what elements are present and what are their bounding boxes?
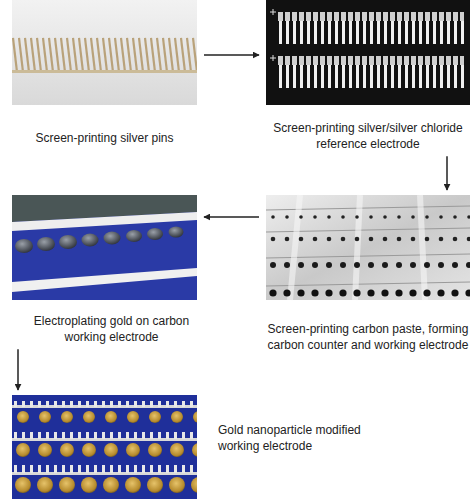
photo-frame	[12, 0, 197, 105]
photo-silver-pins	[12, 0, 197, 105]
process-step: Screen-printing carbon paste, forming ca…	[266, 195, 470, 353]
flow-arrow	[446, 156, 448, 190]
step-caption: Screen-printing silver/silver chloride r…	[266, 121, 470, 152]
process-step: Screen-printing silver pins	[12, 0, 197, 147]
process-step: Electroplating gold on carbon working el…	[12, 195, 197, 345]
process-step: Gold nanoparticle modified working elect…	[12, 395, 392, 499]
flow-arrow	[204, 54, 259, 56]
step-caption: Screen-printing carbon paste, forming ca…	[266, 322, 470, 353]
process-step: Screen-printing silver/silver chloride r…	[266, 0, 470, 152]
photo-carbon-paste	[266, 195, 470, 300]
step-caption: Electroplating gold on carbon working el…	[12, 314, 197, 345]
step-caption: Gold nanoparticle modified working elect…	[218, 423, 388, 454]
photo-frame	[12, 195, 197, 300]
step-caption: Screen-printing silver pins	[12, 131, 197, 147]
photo-frame	[266, 0, 470, 105]
photo-frame	[266, 195, 470, 300]
photo-gold-electrode	[12, 395, 197, 499]
photo-reference-electrode	[266, 0, 470, 105]
flow-arrow	[17, 349, 19, 390]
photo-frame	[12, 395, 197, 499]
flow-arrow	[204, 216, 259, 218]
photo-electroplating	[12, 195, 197, 300]
